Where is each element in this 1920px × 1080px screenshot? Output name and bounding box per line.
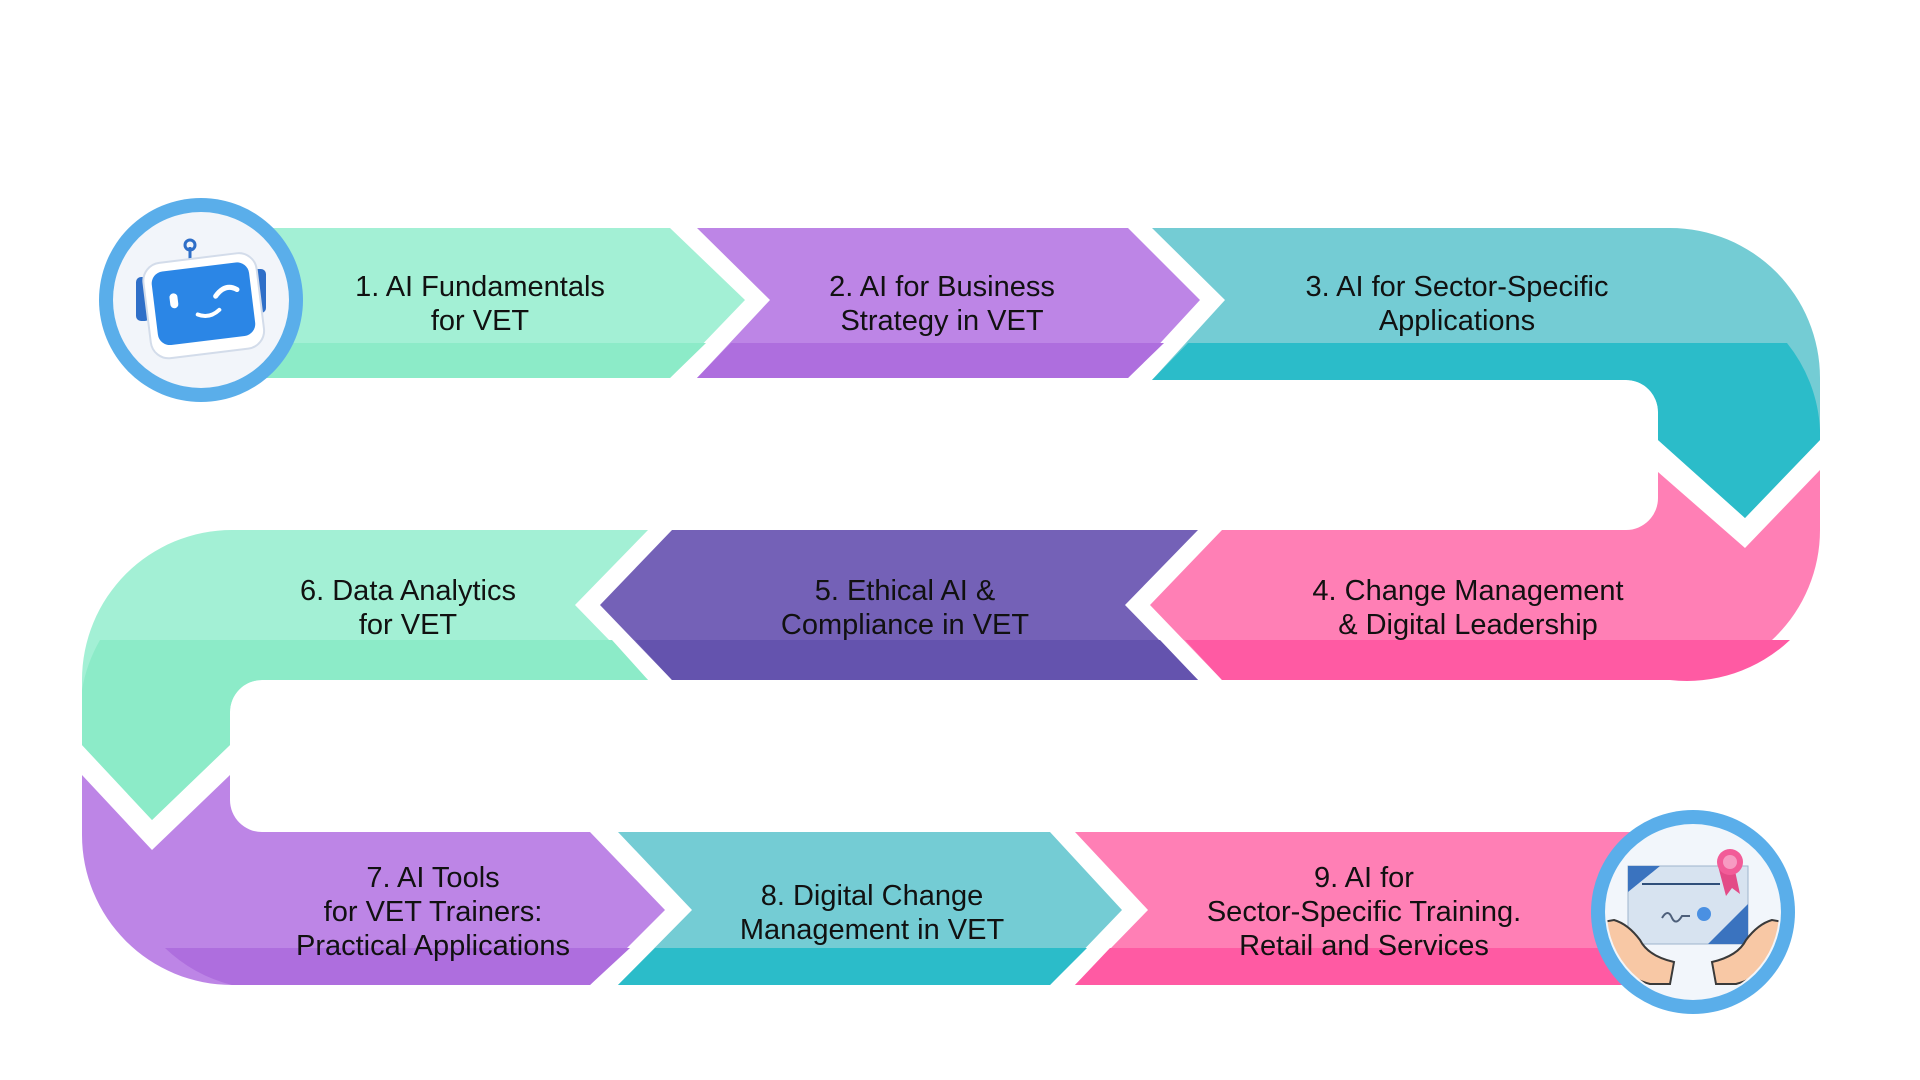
step-8-shade — [618, 948, 1087, 985]
step-8-segment — [618, 832, 1122, 985]
step-5-segment — [600, 530, 1198, 680]
step-5-label-line: Compliance in VET — [781, 609, 1029, 641]
step-2-shade — [697, 343, 1164, 378]
step-2-label-line: Strategy in VET — [840, 305, 1043, 337]
step-4-label-line: 4. Change Management — [1312, 575, 1623, 607]
step-3-label-line: Applications — [1379, 305, 1535, 337]
step-5-shade — [635, 640, 1198, 680]
start-badge — [99, 198, 303, 402]
step-6-label-line: for VET — [359, 609, 458, 641]
step-1-shape — [200, 228, 745, 378]
step-7-shape — [82, 775, 665, 985]
step-6-segment — [82, 530, 648, 820]
step-3-shade — [1152, 343, 1820, 518]
step-3-segment — [1152, 228, 1820, 518]
step-4-shade — [1185, 640, 1790, 681]
step-3-label-line: 3. AI for Sector-Specific — [1305, 271, 1608, 303]
step-1-shade — [200, 343, 706, 378]
step-4-label: 4. Change Management& Digital Leadership — [1312, 575, 1623, 641]
step-2-shape — [697, 228, 1200, 378]
step-9-label-line: Retail and Services — [1239, 930, 1489, 962]
step-8-label-line: 8. Digital Change — [761, 880, 983, 912]
step-7-label-line: for VET Trainers: — [324, 896, 543, 928]
step-2-label-line: 2. AI for Business — [829, 271, 1055, 303]
step-9-label-line: 9. AI for — [1314, 862, 1414, 894]
step-7-label-line: Practical Applications — [296, 930, 570, 962]
step-1-label-line: 1. AI Fundamentals — [355, 271, 605, 303]
step-6-label-line: 6. Data Analytics — [300, 575, 516, 607]
step-4-shape — [1150, 470, 1820, 680]
step-7-segment — [82, 775, 665, 985]
step-7-label-line: 7. AI Tools — [366, 862, 499, 894]
step-9-label-line: Sector-Specific Training. — [1207, 896, 1521, 928]
step-2-segment — [697, 228, 1200, 378]
step-5-label-line: 5. Ethical AI & — [815, 575, 996, 607]
step-9-shade — [1075, 948, 1670, 985]
step-1-label-line: for VET — [431, 305, 530, 337]
step-5-label: 5. Ethical AI &Compliance in VET — [781, 575, 1029, 641]
step-9-segment — [1075, 832, 1670, 985]
step-1-segment — [200, 228, 745, 378]
robot-icon — [136, 238, 266, 360]
step-4-segment — [1150, 470, 1820, 681]
step-4-label-line: & Digital Leadership — [1338, 609, 1598, 641]
step-8-label-line: Management in VET — [740, 914, 1005, 946]
step-7-shade — [165, 948, 630, 985]
step-9-shape — [1075, 832, 1670, 985]
step-8-shape — [618, 832, 1122, 985]
step-6-shade — [82, 640, 648, 820]
end-badge — [1591, 810, 1795, 1014]
